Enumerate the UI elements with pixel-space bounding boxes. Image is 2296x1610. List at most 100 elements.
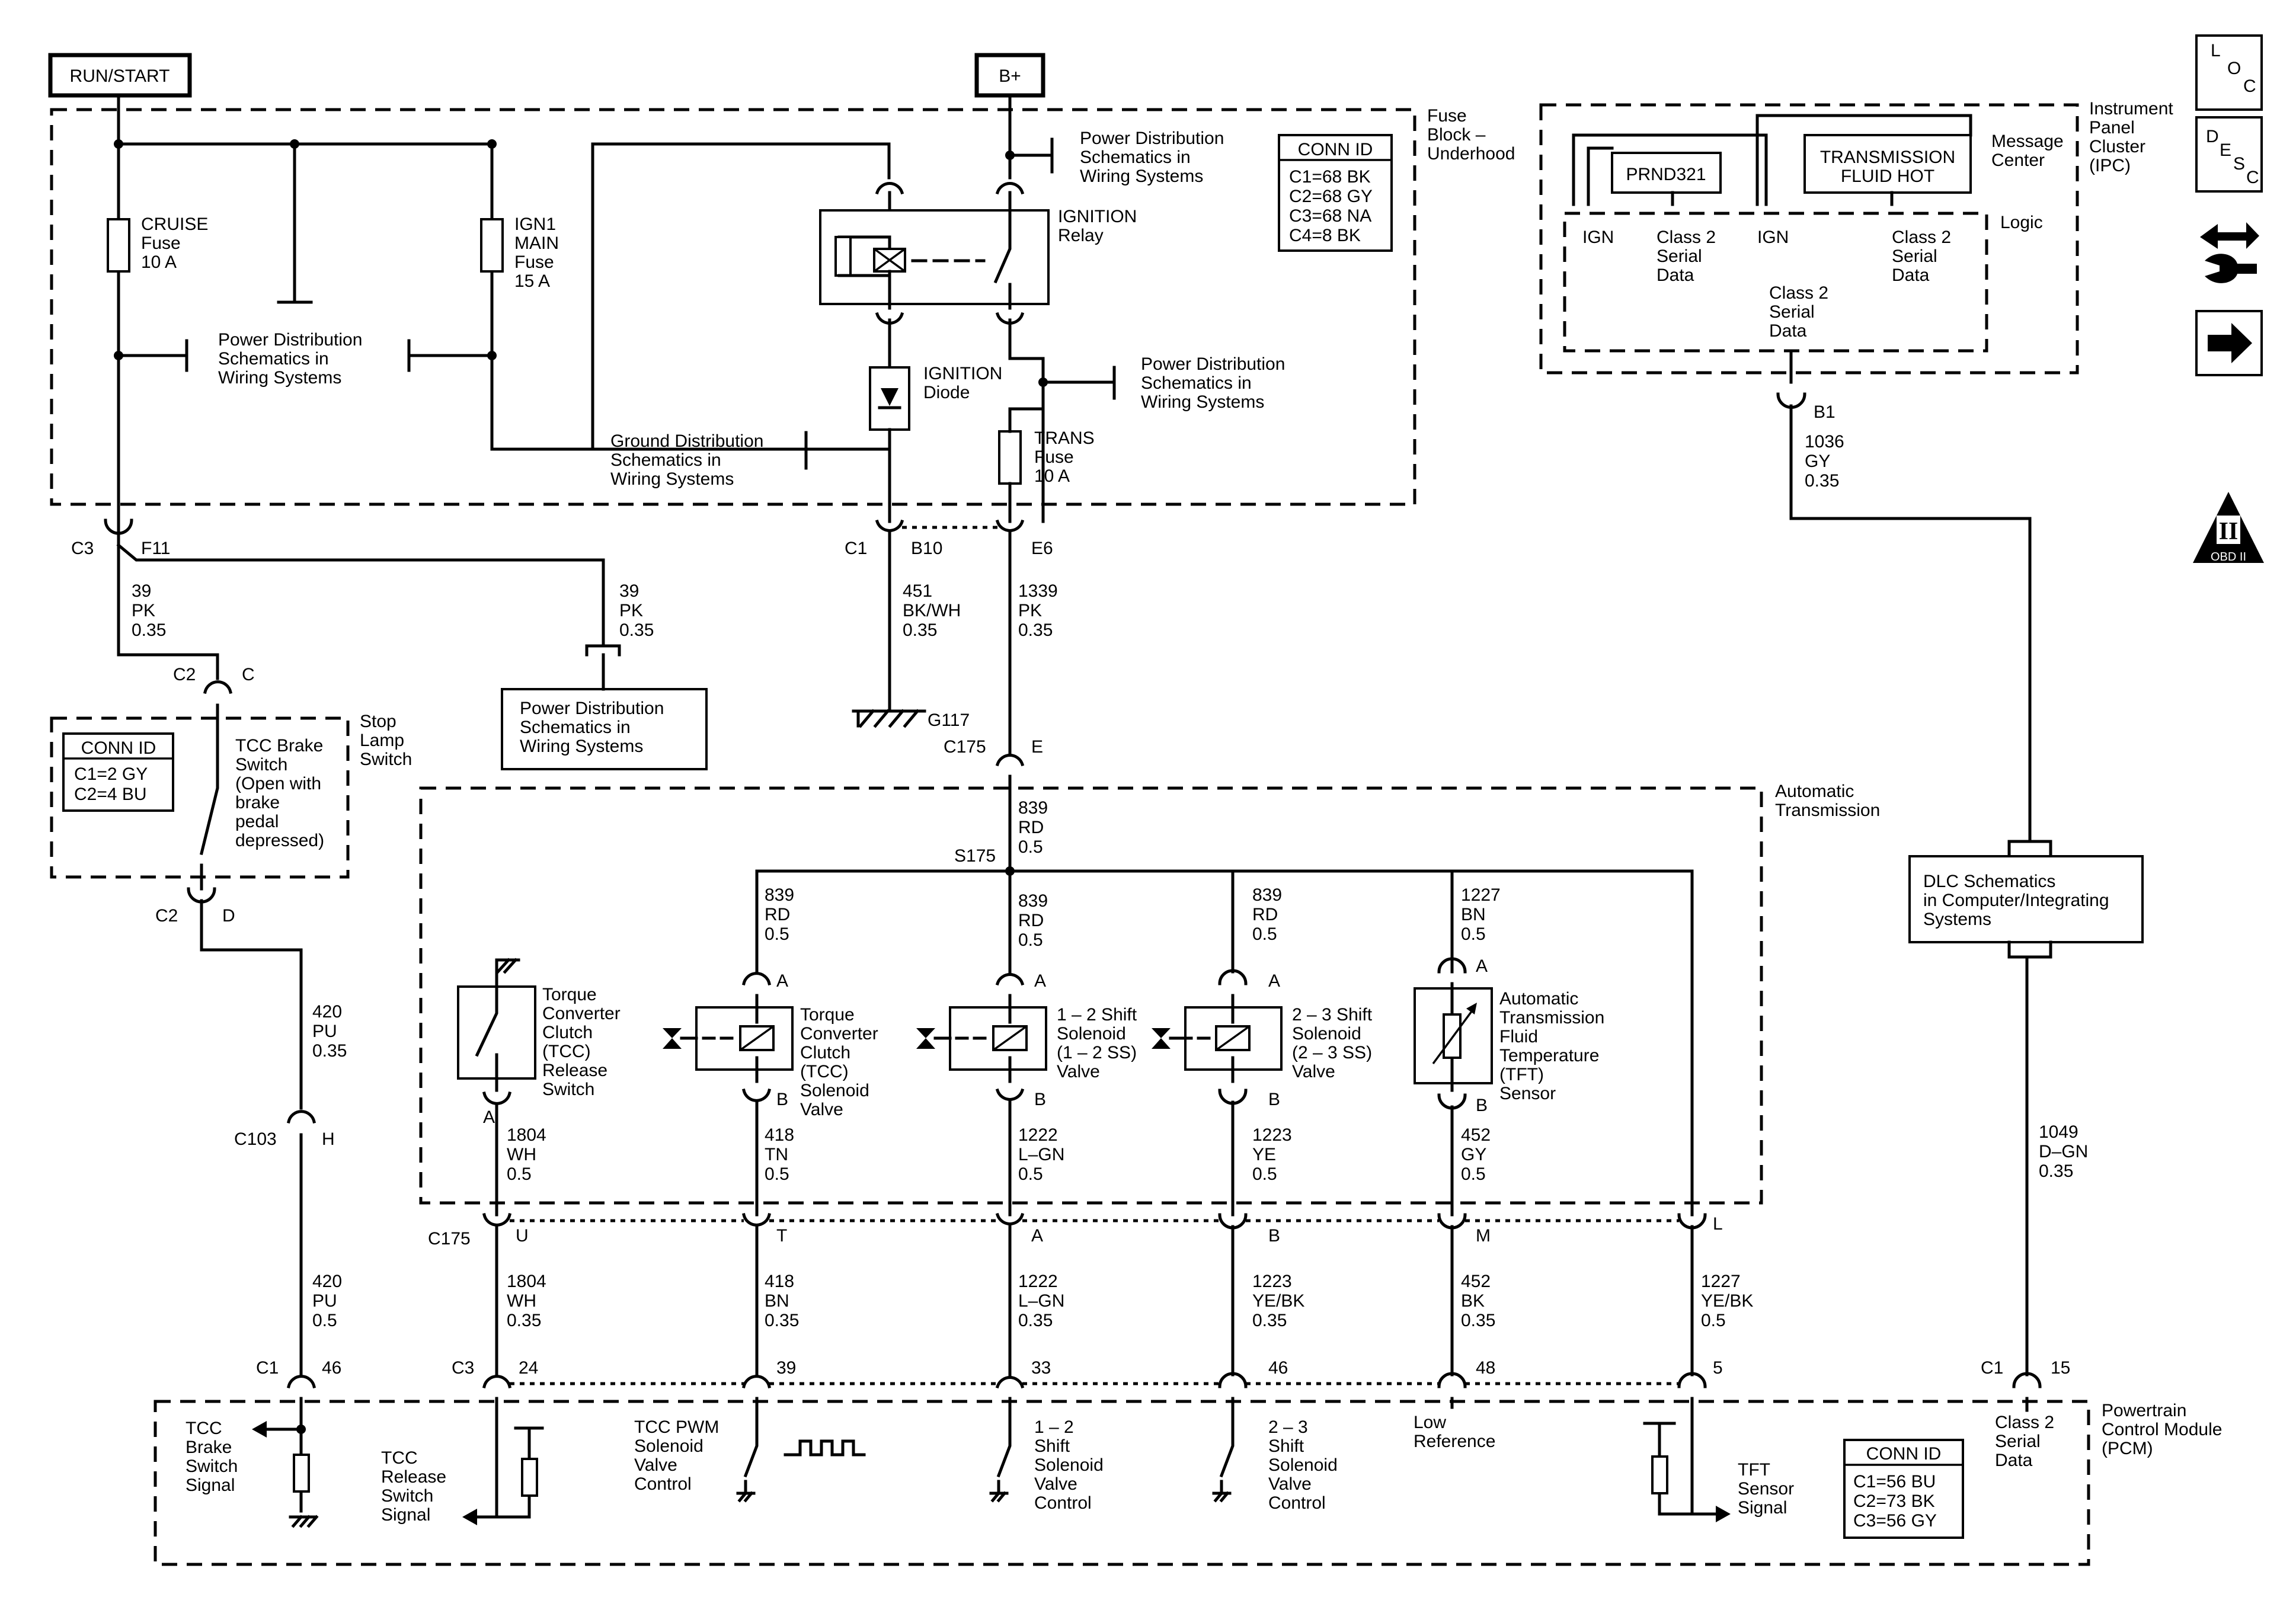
ss23-pin-a: A (1268, 971, 1280, 991)
cruise-fuse-label-2: Fuse (141, 233, 181, 253)
e6-pin-label: E6 (1031, 539, 1053, 558)
wire-39-right-2: PK (619, 601, 643, 620)
wire-1036-3: 0.35 (1805, 471, 1839, 491)
fuse-block-title-3: Underhood (1427, 144, 1515, 164)
automatic-transmission: Automatic Transmission (419, 782, 1880, 1205)
c103-label: C103 (234, 1129, 277, 1149)
pwr-dist-bottom-2: Schematics in (520, 718, 631, 737)
ipc-title-4: (IPC) (2089, 156, 2131, 175)
wire-1223-top-3: 0.5 (1252, 1164, 1277, 1184)
tcc-sol-pin-b: B (776, 1090, 788, 1109)
loc-icon[interactable]: L O C (2195, 34, 2263, 111)
ss23-ctrl-label-3: Solenoid (1268, 1455, 1338, 1475)
pwr-dist-right-1: Power Distribution (1141, 354, 1285, 374)
wire-451-1: 451 (903, 581, 932, 601)
ignition-relay-label-1: IGNITION (1058, 207, 1137, 226)
auto-trans-title-1: Automatic (1775, 782, 1854, 801)
wire-1049-2: D–GN (2039, 1142, 2088, 1161)
ground-dist-1: Ground Distribution (610, 431, 763, 451)
tcc-brake-signal-1: TCC (186, 1419, 222, 1438)
wire-452-top-1: 452 (1461, 1125, 1491, 1145)
obd-ii-icon: II OBD II (2193, 492, 2264, 564)
desc-icon[interactable]: D E S C (2195, 116, 2263, 193)
pcm-pin-46: 46 (1268, 1358, 1288, 1378)
ignition-relay: IGNITION Relay (819, 182, 1137, 325)
wire-39-left-1: 39 (132, 581, 151, 601)
shift-solenoid-1-2: A B 1 – 2 Shift Solenoid (1 – 2 SS) Valv… (916, 971, 1137, 1109)
auto-trans-title-2: Transmission (1775, 801, 1880, 820)
tft-label-2: Transmission (1499, 1008, 1604, 1028)
pcm-pin-24: 24 (519, 1358, 538, 1378)
fluid-hot-text-1: TRANSMISSION (1820, 148, 1955, 167)
cruise-fuse-label-1: CRUISE (141, 215, 208, 234)
wire-1804-top-2: WH (507, 1145, 536, 1164)
wire-1339-1: 1339 (1018, 581, 1058, 601)
ipc-serial-left-1: Class 2 (1657, 228, 1716, 247)
ss23-ctrl-label-4: Valve (1268, 1474, 1312, 1494)
ign1-main-fuse (480, 218, 504, 273)
tcc-pwm-label-1: TCC PWM (634, 1417, 719, 1437)
tcc-release-pin-a: A (483, 1108, 495, 1127)
ipc-title-1: Instrument (2089, 99, 2173, 119)
wire-1227-top-3: 0.5 (1461, 924, 1486, 944)
tcc-sol-pin-a: A (776, 971, 788, 991)
tcc-sol-label-1: Torque (800, 1005, 855, 1025)
d-pin-label: D (222, 906, 235, 926)
tcc-brake-signal-3: Switch (186, 1457, 238, 1476)
wire-1227-top-2: BN (1461, 905, 1486, 924)
tcc-sol-label-2: Converter (800, 1024, 878, 1044)
tcc-brake-switch-label-1: TCC Brake (235, 736, 323, 756)
ss23-label-2: Solenoid (1292, 1024, 1361, 1044)
next-arrow-icon[interactable] (2195, 310, 2263, 376)
wire-839-c-3: 0.5 (1252, 924, 1277, 944)
pin-a: A (1031, 1226, 1043, 1246)
troubleshoot-icon[interactable] (2200, 222, 2259, 283)
ipc-serial-bottom-3: Data (1769, 321, 1807, 341)
conn-id-title: CONN ID (1298, 140, 1373, 159)
wire-39-right-1: 39 (619, 581, 639, 601)
tcc-release-label-2: Converter (542, 1004, 621, 1023)
wire-839-b-3: 0.5 (1018, 930, 1043, 950)
wire-420-top-2: PU (312, 1022, 337, 1041)
wire-1804-top-1: 1804 (507, 1125, 546, 1145)
pin-u: U (516, 1226, 529, 1246)
ipc-serial-left-3: Data (1657, 265, 1694, 285)
desc-icon-letter: C (2246, 168, 2259, 187)
low-ref-label-2: Reference (1414, 1432, 1495, 1451)
shift-solenoid-2-3: A B 2 – 3 Shift Solenoid (2 – 3 SS) Valv… (1152, 969, 1373, 1109)
g117-label: G117 (928, 710, 970, 730)
ignition-relay-label-2: Relay (1058, 226, 1104, 245)
pcm-conn-id-line: C3=56 GY (1853, 1511, 1937, 1531)
wire-1227-top-1: 1227 (1461, 885, 1501, 905)
ipc-logic-label: Logic (2000, 213, 2043, 232)
pcm-class2-label-3: Data (1995, 1451, 2033, 1470)
wire-1227-bot-3: 0.5 (1701, 1311, 1726, 1330)
dlc-label-1: DLC Schematics (1923, 872, 2055, 891)
ss23-label-3: (2 – 3 SS) (1292, 1043, 1372, 1062)
wire-1223-bot-3: 0.35 (1252, 1311, 1287, 1330)
f11-pin-label: F11 (141, 539, 170, 558)
dlc-label-3: Systems (1923, 910, 1991, 929)
fuse-block-title-1: Fuse (1427, 106, 1467, 126)
wire-839-top-1: 839 (1018, 798, 1048, 818)
c175-top-label: C175 (944, 737, 986, 757)
stop-lamp-title-1: Stop (360, 712, 396, 731)
ss12-label-4: Valve (1057, 1062, 1100, 1081)
wire-420-top-3: 0.35 (312, 1041, 347, 1061)
pcm-pin-39: 39 (776, 1358, 796, 1378)
conn-id-line: C2=68 GY (1289, 187, 1373, 206)
conn-id-line: C4=8 BK (1289, 226, 1361, 245)
c3-label: C3 (71, 539, 94, 558)
pcm-c3-label: C3 (452, 1358, 474, 1378)
message-center-1: Message (1991, 132, 2064, 151)
wire-452-bot-1: 452 (1461, 1272, 1491, 1291)
ss12-ctrl-label-1: 1 – 2 (1034, 1417, 1074, 1437)
wire-839-top-3: 0.5 (1018, 837, 1043, 857)
desc-icon-letter: D (2206, 127, 2219, 146)
c-pin-label: C (242, 665, 255, 684)
ipc-title-3: Cluster (2089, 137, 2145, 156)
pwr-dist-mid-3: Wiring Systems (218, 368, 341, 388)
pwr-dist-right-2: Schematics in (1141, 373, 1252, 393)
tcc-release-label-6: Switch (542, 1080, 594, 1099)
